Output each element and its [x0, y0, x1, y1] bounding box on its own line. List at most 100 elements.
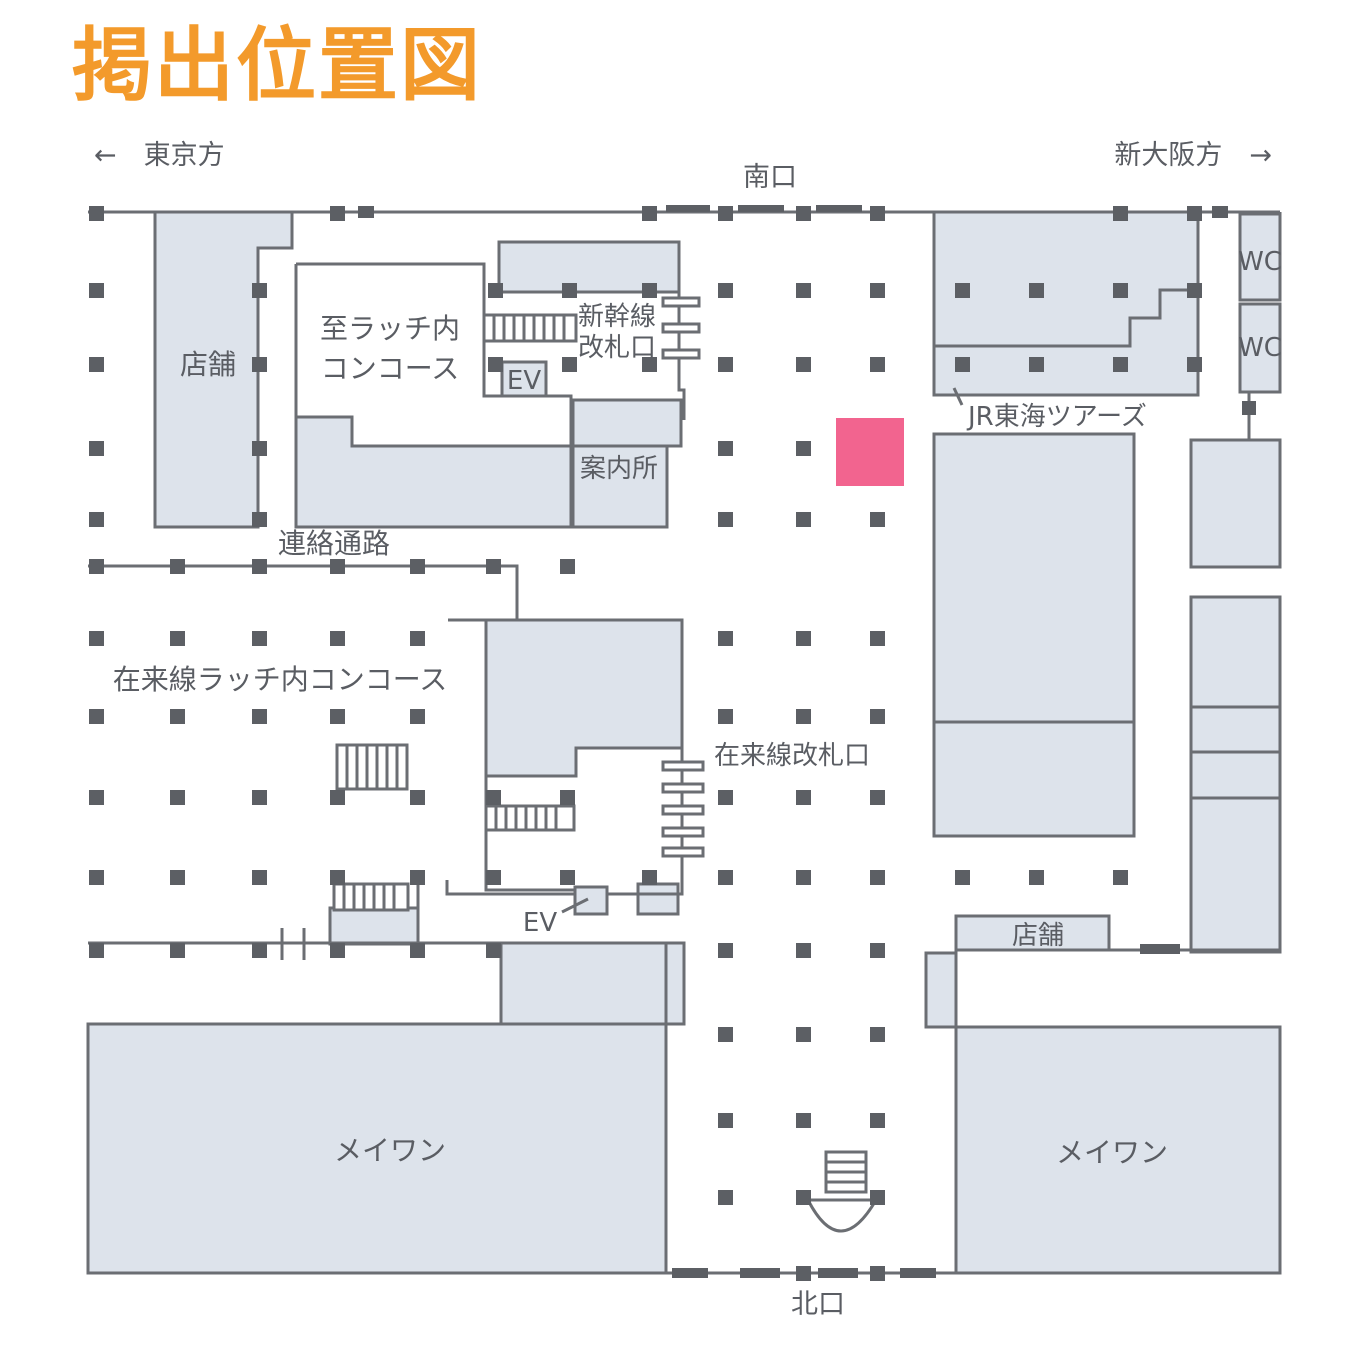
wc-block-1 — [1238, 212, 1282, 302]
square-pillar-icon — [796, 283, 811, 298]
stairs-icon — [484, 804, 576, 832]
doors — [358, 205, 1256, 1278]
square-pillar-icon — [870, 1266, 885, 1281]
posting-location-marker — [836, 418, 904, 486]
square-pillar-icon — [410, 943, 425, 958]
square-pillar-icon — [252, 283, 267, 298]
square-pillar-icon — [252, 709, 267, 724]
square-pillar-icon — [330, 631, 345, 646]
stairs-icon — [332, 882, 410, 912]
stairs-icon — [824, 1150, 868, 1194]
square-pillar-icon — [1187, 206, 1202, 221]
shinkansen-side-block — [571, 398, 683, 448]
square-pillar-icon — [1113, 206, 1128, 221]
right-block-b — [1189, 595, 1282, 954]
square-pillar-icon — [796, 1113, 811, 1128]
square-pillar-icon — [718, 1190, 733, 1205]
square-pillar-icon — [718, 631, 733, 646]
square-pillar-icon — [870, 283, 885, 298]
square-pillar-icon — [796, 709, 811, 724]
square-pillar-icon — [718, 709, 733, 724]
ev-upper-label: EV — [507, 366, 541, 396]
square-pillar-icon — [718, 357, 733, 372]
square-pillar-icon — [955, 283, 970, 298]
square-pillar-icon — [1187, 357, 1202, 372]
latch-concourse-label-1: 至ラッチ内 — [320, 312, 460, 345]
square-pillar-icon — [642, 870, 657, 885]
square-pillar-icon — [252, 943, 267, 958]
passage-label: 連絡通路 — [278, 527, 390, 560]
square-pillar-icon — [89, 559, 104, 574]
square-pillar-icon — [89, 512, 104, 527]
square-pillar-icon — [89, 283, 104, 298]
square-pillar-icon — [1029, 357, 1044, 372]
square-pillar-icon — [330, 559, 345, 574]
square-pillar-icon — [718, 206, 733, 221]
square-pillar-icon — [796, 512, 811, 527]
square-pillar-icon — [1113, 283, 1128, 298]
square-pillar-icon — [330, 943, 345, 958]
square-pillar-icon — [718, 790, 733, 805]
square-pillar-icon — [562, 283, 577, 298]
square-pillar-icon — [560, 559, 575, 574]
square-pillar-icon — [642, 206, 657, 221]
lower-center-block — [499, 941, 686, 1026]
square-pillar-icon — [718, 870, 733, 885]
right-block-a — [1189, 438, 1282, 569]
square-pillar-icon — [89, 790, 104, 805]
square-pillar-icon — [796, 870, 811, 885]
square-pillar-icon — [170, 631, 185, 646]
square-pillar-icon — [870, 512, 885, 527]
square-pillar-icon — [410, 709, 425, 724]
square-pillar-icon — [170, 943, 185, 958]
square-pillar-icon — [252, 559, 267, 574]
square-pillar-icon — [1187, 283, 1202, 298]
square-pillar-icon — [89, 709, 104, 724]
square-pillar-icon — [252, 441, 267, 456]
info-center-label: 案内所 — [580, 454, 658, 484]
ticket-gate-icon — [661, 760, 705, 772]
square-pillar-icon — [89, 441, 104, 456]
jr-tours-label: JR東海ツアーズ — [966, 402, 1147, 432]
square-pillar-icon — [170, 870, 185, 885]
square-pillar-icon — [562, 357, 577, 372]
ticket-gate-icon — [661, 322, 701, 334]
ticket-gate-icon — [661, 804, 705, 816]
square-pillar-icon — [870, 709, 885, 724]
square-pillar-icon — [718, 1027, 733, 1042]
square-pillar-icon — [486, 559, 501, 574]
square-pillar-icon — [718, 283, 733, 298]
square-pillar-icon — [870, 1027, 885, 1042]
square-pillar-icon — [560, 870, 575, 885]
square-pillar-icon — [252, 790, 267, 805]
latch-concourse-label-2: コンコース — [321, 352, 460, 385]
jr-tours-block — [932, 210, 1200, 397]
concourse-lower-block — [294, 415, 573, 529]
square-pillar-icon — [410, 870, 425, 885]
square-pillar-icon — [170, 559, 185, 574]
lower-small-box — [636, 882, 680, 916]
direction-right-label: 新大阪方 → — [1114, 140, 1272, 171]
square-pillar-icon — [486, 790, 501, 805]
store-right-block — [954, 914, 1111, 952]
direction-left-label: ← 東京方 — [94, 140, 225, 171]
mayone-right-label: メイワン — [1056, 1136, 1168, 1169]
zairai-gate-label: 在来線改札口 — [714, 741, 870, 771]
square-pillar-icon — [89, 870, 104, 885]
zairai-concourse-label: 在来線ラッチ内コンコース — [113, 663, 448, 696]
square-pillar-icon — [870, 631, 885, 646]
page-title: 掲出位置図 — [72, 19, 482, 112]
stairs-icon — [482, 313, 578, 343]
square-pillar-icon — [870, 206, 885, 221]
square-pillar-icon — [1113, 870, 1128, 885]
square-pillar-icon — [955, 870, 970, 885]
central-block — [484, 618, 684, 778]
map-labels: ← 東京方 新大阪方 → 南口 北口 店舗 至ラッチ内 コンコース 新幹線 改札… — [94, 140, 1282, 1320]
wc-label-1: WC — [1238, 247, 1282, 277]
square-pillar-icon — [252, 631, 267, 646]
square-pillar-icon — [796, 357, 811, 372]
square-pillar-icon — [870, 943, 885, 958]
square-pillar-icon — [330, 206, 345, 221]
shinkansen-gate-label-1: 新幹線 — [578, 302, 656, 332]
square-pillar-icon — [796, 1266, 811, 1281]
